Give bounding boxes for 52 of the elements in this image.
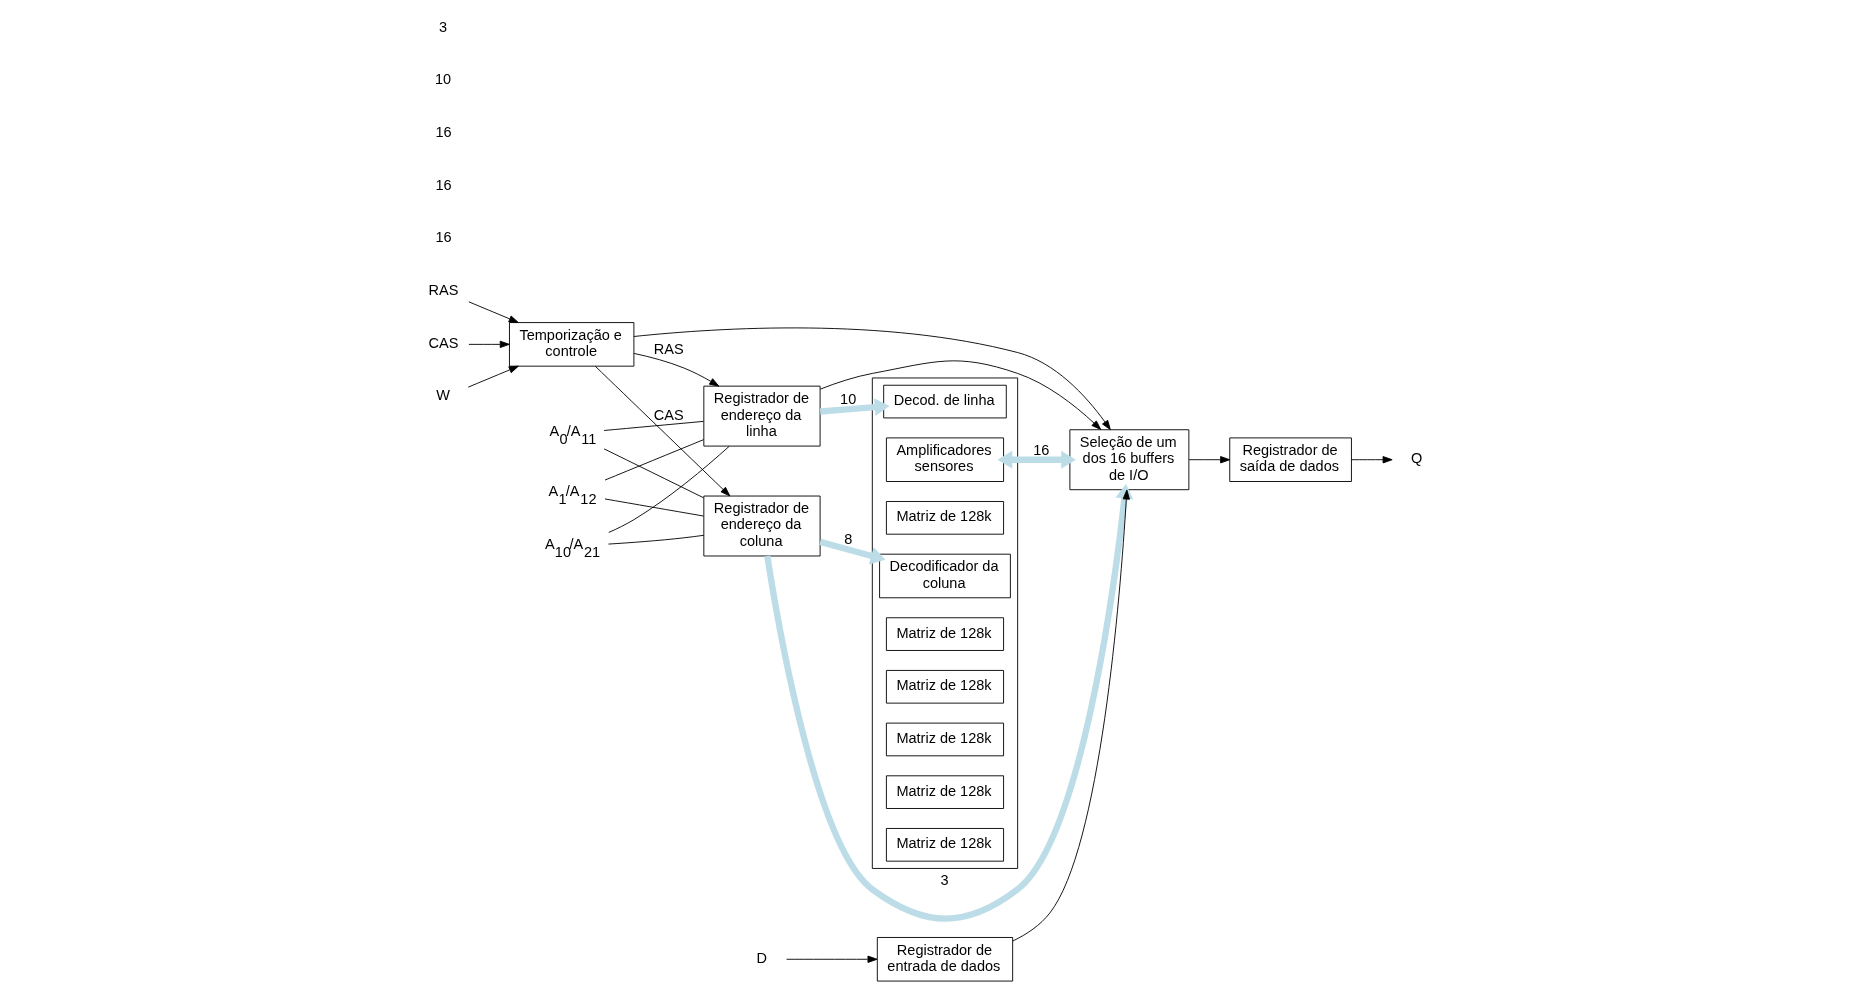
edge-label: 16	[1032, 441, 1049, 458]
node-box: Decodificador da coluna	[878, 553, 1011, 599]
arrow	[467, 301, 519, 323]
arrow	[763, 483, 1133, 922]
label: 3	[438, 18, 447, 35]
connector	[603, 448, 704, 499]
edge-label: CAS	[653, 407, 684, 424]
arrow	[467, 365, 519, 388]
node-box: Registrador de endereço da coluna	[702, 495, 821, 557]
node-box: Seleção de um dos 16 buffers de I/O	[1068, 429, 1189, 491]
arrow	[1188, 456, 1230, 464]
arrow	[467, 340, 510, 348]
arrow	[1011, 489, 1130, 942]
label: 16	[435, 229, 452, 246]
node-text: Q	[1410, 450, 1422, 467]
arrow	[818, 538, 885, 565]
label: 10	[434, 71, 451, 88]
connector	[603, 420, 704, 431]
edge-label: 10	[839, 391, 856, 408]
arrow	[633, 352, 719, 387]
node-box: Amplificadores sensores	[885, 437, 1004, 482]
node-box: Matriz de 128k	[885, 828, 1004, 862]
arrow	[819, 398, 889, 417]
node-box: Matriz de 128k	[885, 775, 1004, 809]
arrow	[1350, 456, 1393, 464]
connector	[604, 498, 704, 517]
arrow	[594, 365, 730, 497]
edge-label: RAS	[653, 341, 684, 358]
node-box: Decod. de linha	[882, 384, 1007, 419]
node-box: Temporização e controle	[508, 322, 634, 367]
arrow	[997, 450, 1076, 469]
node-box: Matriz de 128k	[885, 617, 1004, 651]
node-text: RAS	[428, 282, 458, 299]
connector	[607, 534, 704, 545]
node-box: Registrador de saída de dados	[1228, 437, 1352, 482]
node-text: D	[756, 949, 767, 966]
edge-label: 8	[843, 531, 852, 547]
connector	[604, 439, 704, 481]
node-text: CAS	[428, 334, 458, 351]
arrow	[819, 360, 1101, 430]
arrow	[632, 327, 1111, 431]
node-box: Matriz de 128k	[885, 501, 1004, 535]
node-box: Matriz de 128k	[885, 722, 1004, 757]
label: 16	[435, 124, 452, 141]
node-box: Registrador de endereço da linha	[702, 385, 821, 447]
node-box: Registrador de entrada de dados	[876, 937, 1013, 982]
edge-label: 3	[939, 871, 949, 888]
arrow	[785, 955, 877, 963]
label: 16	[435, 176, 452, 193]
node-box: Matriz de 128k	[885, 670, 1004, 704]
node-text: W	[435, 387, 450, 404]
connector	[607, 445, 730, 533]
